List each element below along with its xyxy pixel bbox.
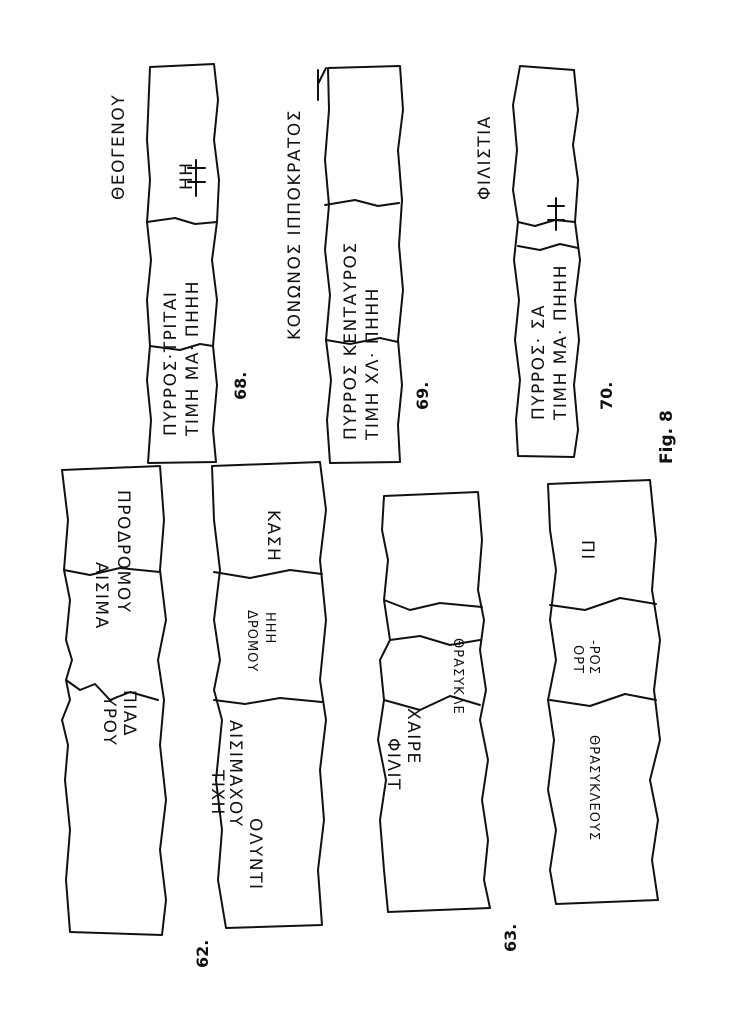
- sherd-63-right-outline: [547, 479, 661, 905]
- sherd-70-number: 70.: [597, 382, 616, 410]
- sherd-63-text-a2: ΦΙΛΙΤ: [383, 738, 403, 791]
- sherd-63-left-break-3: [383, 695, 481, 711]
- sherd-62-left-line-1: ΟΛΥΝΤΙ: [245, 818, 265, 891]
- sherd-69-outline: [324, 65, 404, 464]
- sherd-62-right-break-1: [213, 569, 323, 579]
- sherd-62-left-line-3: ΤΙΧΗ: [207, 769, 227, 816]
- sherd-68-break-1: [146, 217, 218, 225]
- sherd-63-right-strip: ΠΙ -ΡΟΣ ΟΡΤ ΘΡΑΣΥΚΛΕΟΥΣ: [547, 479, 661, 905]
- sherd-62-left-line-2: ΑΙΣΙΜΑΧΟΥ: [225, 720, 245, 828]
- sherd-69-line-1: ΠΥΡΡΟΣ ΚΕΝΤΑΥΡΟΣ: [341, 241, 361, 440]
- sherd-63-text-b: ΘΡΑΣΥΚΛΕ: [450, 638, 465, 715]
- sherd-62-left-break-1: [63, 567, 161, 576]
- sherd-62-right-break-2: [213, 697, 323, 705]
- sherd-63-number: 63.: [501, 924, 520, 952]
- sherd-69-upper-inscription: ΚΟΝΩΝΟΣ ΙΠΠΟΚΡΑΤΟΣ: [285, 109, 305, 340]
- sherd-63-left-break-2: [389, 635, 481, 646]
- sherd-70-break-1: [517, 219, 576, 227]
- sherd-63-text-c2: ΟΡΤ: [570, 645, 585, 674]
- sherd-62-right-line-2: ΠΡΟΔΡΟΜΟΥ: [113, 490, 133, 614]
- sherd-69-line-2: ΤΙΜΗ ΧΛ· ΠΗΗΗ: [363, 287, 383, 441]
- sherd-63-right-break-1: [549, 597, 657, 611]
- sherd-62-left-break-2: [65, 679, 159, 701]
- sherd-62-top-right-text: ΚΑΣΗ: [263, 510, 283, 562]
- sherd-62-right-line-1: ΑΙΣΙΜΑ: [91, 562, 111, 630]
- sherd-63-left-strip: ΧΑΙΡΕ ΦΙΛΙΤ ΘΡΑΣΥΚΛΕ 63.: [377, 491, 520, 952]
- sherd-63-text-c1: -ΡΟΣ: [586, 640, 601, 675]
- sherd-68: ΗΗ ΠΥΡΡΟΣ·ΤΡΙΤΑΙ ΤΙΜΗ ΜΑ· ΠΗΗΗ ΘΕΟΓΕΝΟΥ …: [109, 63, 250, 464]
- sherd-62-middle-panel-line-2: ΗΗΗ: [262, 612, 277, 644]
- sherd-70-outline: [512, 65, 581, 458]
- sherd-62-right-strip: ΚΑΣΗ ΔΡΟΜΟΥ ΗΗΗ ΟΛΥΝΤΙ ΑΙΣΙΜΑΧΟΥ ΤΙΧΗ 62…: [193, 461, 327, 968]
- sherd-62-left-strip: ΑΙΣΙΜΑ ΠΡΟΔΡΟΜΟΥ ΠΙΑΔ ΥΡΟΥ: [61, 465, 167, 936]
- sherd-70-line-2: ΤΙΜΗ ΜΑ· ΠΗΗΗ: [551, 264, 571, 421]
- sherd-70-line-1: ΠΥΡΡΟΣ· ΣΑ: [529, 304, 549, 420]
- sherd-63-text-a1: ΧΑΙΡΕ: [403, 708, 423, 765]
- sherd-63-right-break-2: [549, 693, 657, 707]
- sherd-70-break-2: [517, 243, 579, 251]
- sherd-63-left-break-1: [383, 599, 483, 611]
- figure-label: Fig. 8: [657, 410, 677, 464]
- sherd-62-middle-panel-line-1: ΔΡΟΜΟΥ: [244, 610, 259, 672]
- sherd-68-mark: [187, 159, 206, 197]
- sherd-68-line-2: ΤΙΜΗ ΜΑ· ΠΗΗΗ: [183, 280, 203, 437]
- sherd-62-right-outline: [211, 461, 327, 929]
- sherd-68-line-1: ΠΥΡΡΟΣ·ΤΡΙΤΑΙ: [161, 291, 181, 436]
- sherd-68-outline: [146, 63, 220, 464]
- sherd-63-text-e: ΠΙ: [577, 540, 597, 561]
- sherd-69-break-1: [324, 199, 400, 207]
- sherd-68-right-mark: ΗΗ: [177, 161, 197, 190]
- sherd-63-text-d: ΘΡΑΣΥΚΛΕΟΥΣ: [586, 735, 601, 841]
- sherd-62-number: 62.: [193, 940, 212, 968]
- sherd-62-mid-line-1: ΠΙΑΔ: [119, 690, 139, 737]
- sherd-68-number: 68.: [231, 372, 250, 400]
- sherd-69-break-2: [325, 337, 399, 345]
- sherd-68-break-2: [149, 343, 214, 351]
- sherd-70: ΠΥΡΡΟΣ· ΣΑ ΤΙΜΗ ΜΑ· ΠΗΗΗ ΦΙΛΙΣΤΙΑ 70.: [475, 65, 616, 458]
- sherd-70-upper-inscription: ΦΙΛΙΣΤΙΑ: [475, 115, 495, 200]
- sherd-70-mark: [547, 197, 565, 231]
- sherd-69-number: 69.: [413, 382, 432, 410]
- sherd-68-upper-inscription: ΘΕΟΓΕΝΟΥ: [109, 94, 129, 200]
- sherd-69-crack: [317, 67, 327, 101]
- sherd-62-mid-line-2: ΥΡΟΥ: [99, 695, 119, 746]
- sherd-62-left-outline: [61, 465, 167, 936]
- sherd-69: ΠΥΡΡΟΣ ΚΕΝΤΑΥΡΟΣ ΤΙΜΗ ΧΛ· ΠΗΗΗ ΚΟΝΩΝΟΣ Ι…: [285, 65, 432, 464]
